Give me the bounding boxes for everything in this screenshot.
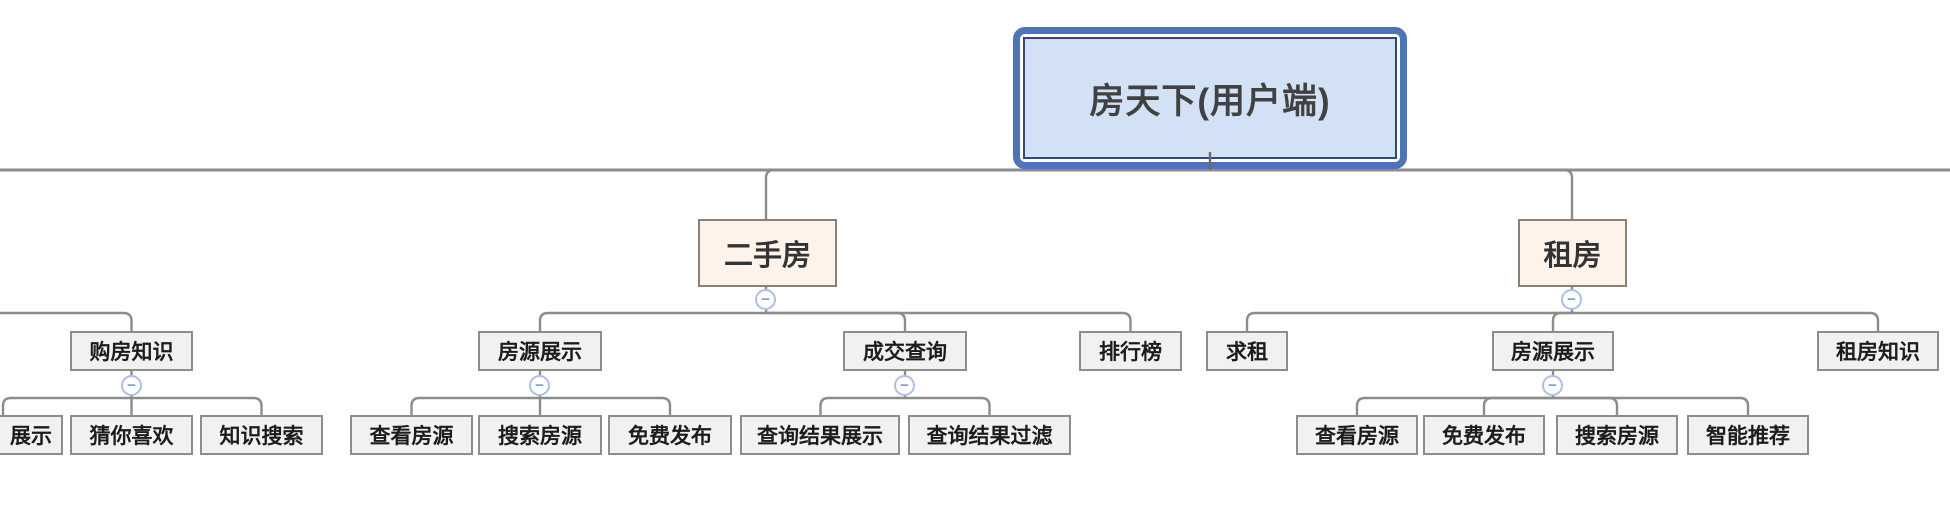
node-query-result-display[interactable]: 查询结果展示 [740, 415, 900, 455]
node-ranking[interactable]: 排行榜 [1079, 331, 1182, 371]
edge-ershoufang-listing-display [538, 311, 766, 331]
edge-deal-query-result-filter [905, 396, 991, 415]
edge-renting-knowledge [1572, 311, 1880, 331]
node-free-publish-renting[interactable]: 免费发布 [1423, 415, 1545, 455]
edge-root-renting [1210, 168, 1574, 219]
node-query-result-filter[interactable]: 查询结果过滤 [908, 415, 1071, 455]
edge-renting-listing-smart-recommend [1553, 396, 1750, 415]
node-smart-recommend[interactable]: 智能推荐 [1687, 415, 1809, 455]
connector-paths [0, 168, 1950, 415]
edge-renting-listing-free-publish [1482, 396, 1553, 415]
node-guess-you-like[interactable]: 猜你喜欢 [70, 415, 193, 455]
edge-offscreen-purchase-knowledge [0, 311, 133, 331]
edge-root-ershoufang [764, 168, 1210, 219]
edge-listing-display-view-listings [410, 396, 540, 415]
collapse-minus-button-ershoufang[interactable]: − [755, 289, 776, 310]
edge-ershoufang-deal-query [766, 311, 907, 331]
node-knowledge-search[interactable]: 知识搜索 [200, 415, 323, 455]
edge-listing-display-free-publish [540, 396, 672, 415]
node-search-listings-ershou[interactable]: 搜索房源 [478, 415, 602, 455]
node-seek-rent[interactable]: 求租 [1206, 331, 1288, 371]
collapse-minus-button-renting[interactable]: − [1561, 289, 1582, 310]
node-listing-display-renting[interactable]: 房源展示 [1492, 331, 1614, 371]
branch-second-hand-housing[interactable]: 二手房 [698, 219, 837, 287]
collapse-minus-button-deal-query[interactable]: − [894, 375, 915, 396]
root-topic-label: 房天下(用户端) [1023, 37, 1397, 159]
edge-purchase-knowledge-search [131, 396, 263, 415]
node-view-listings-ershou[interactable]: 查看房源 [350, 415, 473, 455]
edge-purchase-knowledge-display [1, 396, 132, 415]
node-listing-display-ershou[interactable]: 房源展示 [478, 331, 602, 371]
edge-renting-listing-view [1355, 396, 1553, 415]
collapse-minus-button-listing-display-ershou[interactable]: − [529, 375, 550, 396]
edge-renting-listing-search [1553, 396, 1619, 415]
edge-renting-seek-rent [1245, 311, 1572, 331]
edge-ershoufang-ranking [766, 311, 1132, 331]
edge-deal-query-result-display [819, 396, 905, 415]
node-search-listings-renting[interactable]: 搜索房源 [1556, 415, 1678, 455]
node-display-cutoff[interactable]: 展示 [0, 415, 63, 455]
edge-renting-listing-display [1551, 311, 1572, 331]
root-topic[interactable]: 房天下(用户端) [1013, 27, 1407, 169]
collapse-minus-button-purchase-knowledge[interactable]: − [121, 375, 142, 396]
branch-renting[interactable]: 租房 [1518, 219, 1627, 287]
node-renting-knowledge[interactable]: 租房知识 [1817, 331, 1939, 371]
node-free-publish-ershou[interactable]: 免费发布 [608, 415, 732, 455]
node-deal-query[interactable]: 成交查询 [843, 331, 967, 371]
node-view-listings-renting[interactable]: 查看房源 [1296, 415, 1418, 455]
node-purchase-knowledge[interactable]: 购房知识 [70, 331, 193, 371]
collapse-minus-button-listing-display-renting[interactable]: − [1542, 375, 1563, 396]
